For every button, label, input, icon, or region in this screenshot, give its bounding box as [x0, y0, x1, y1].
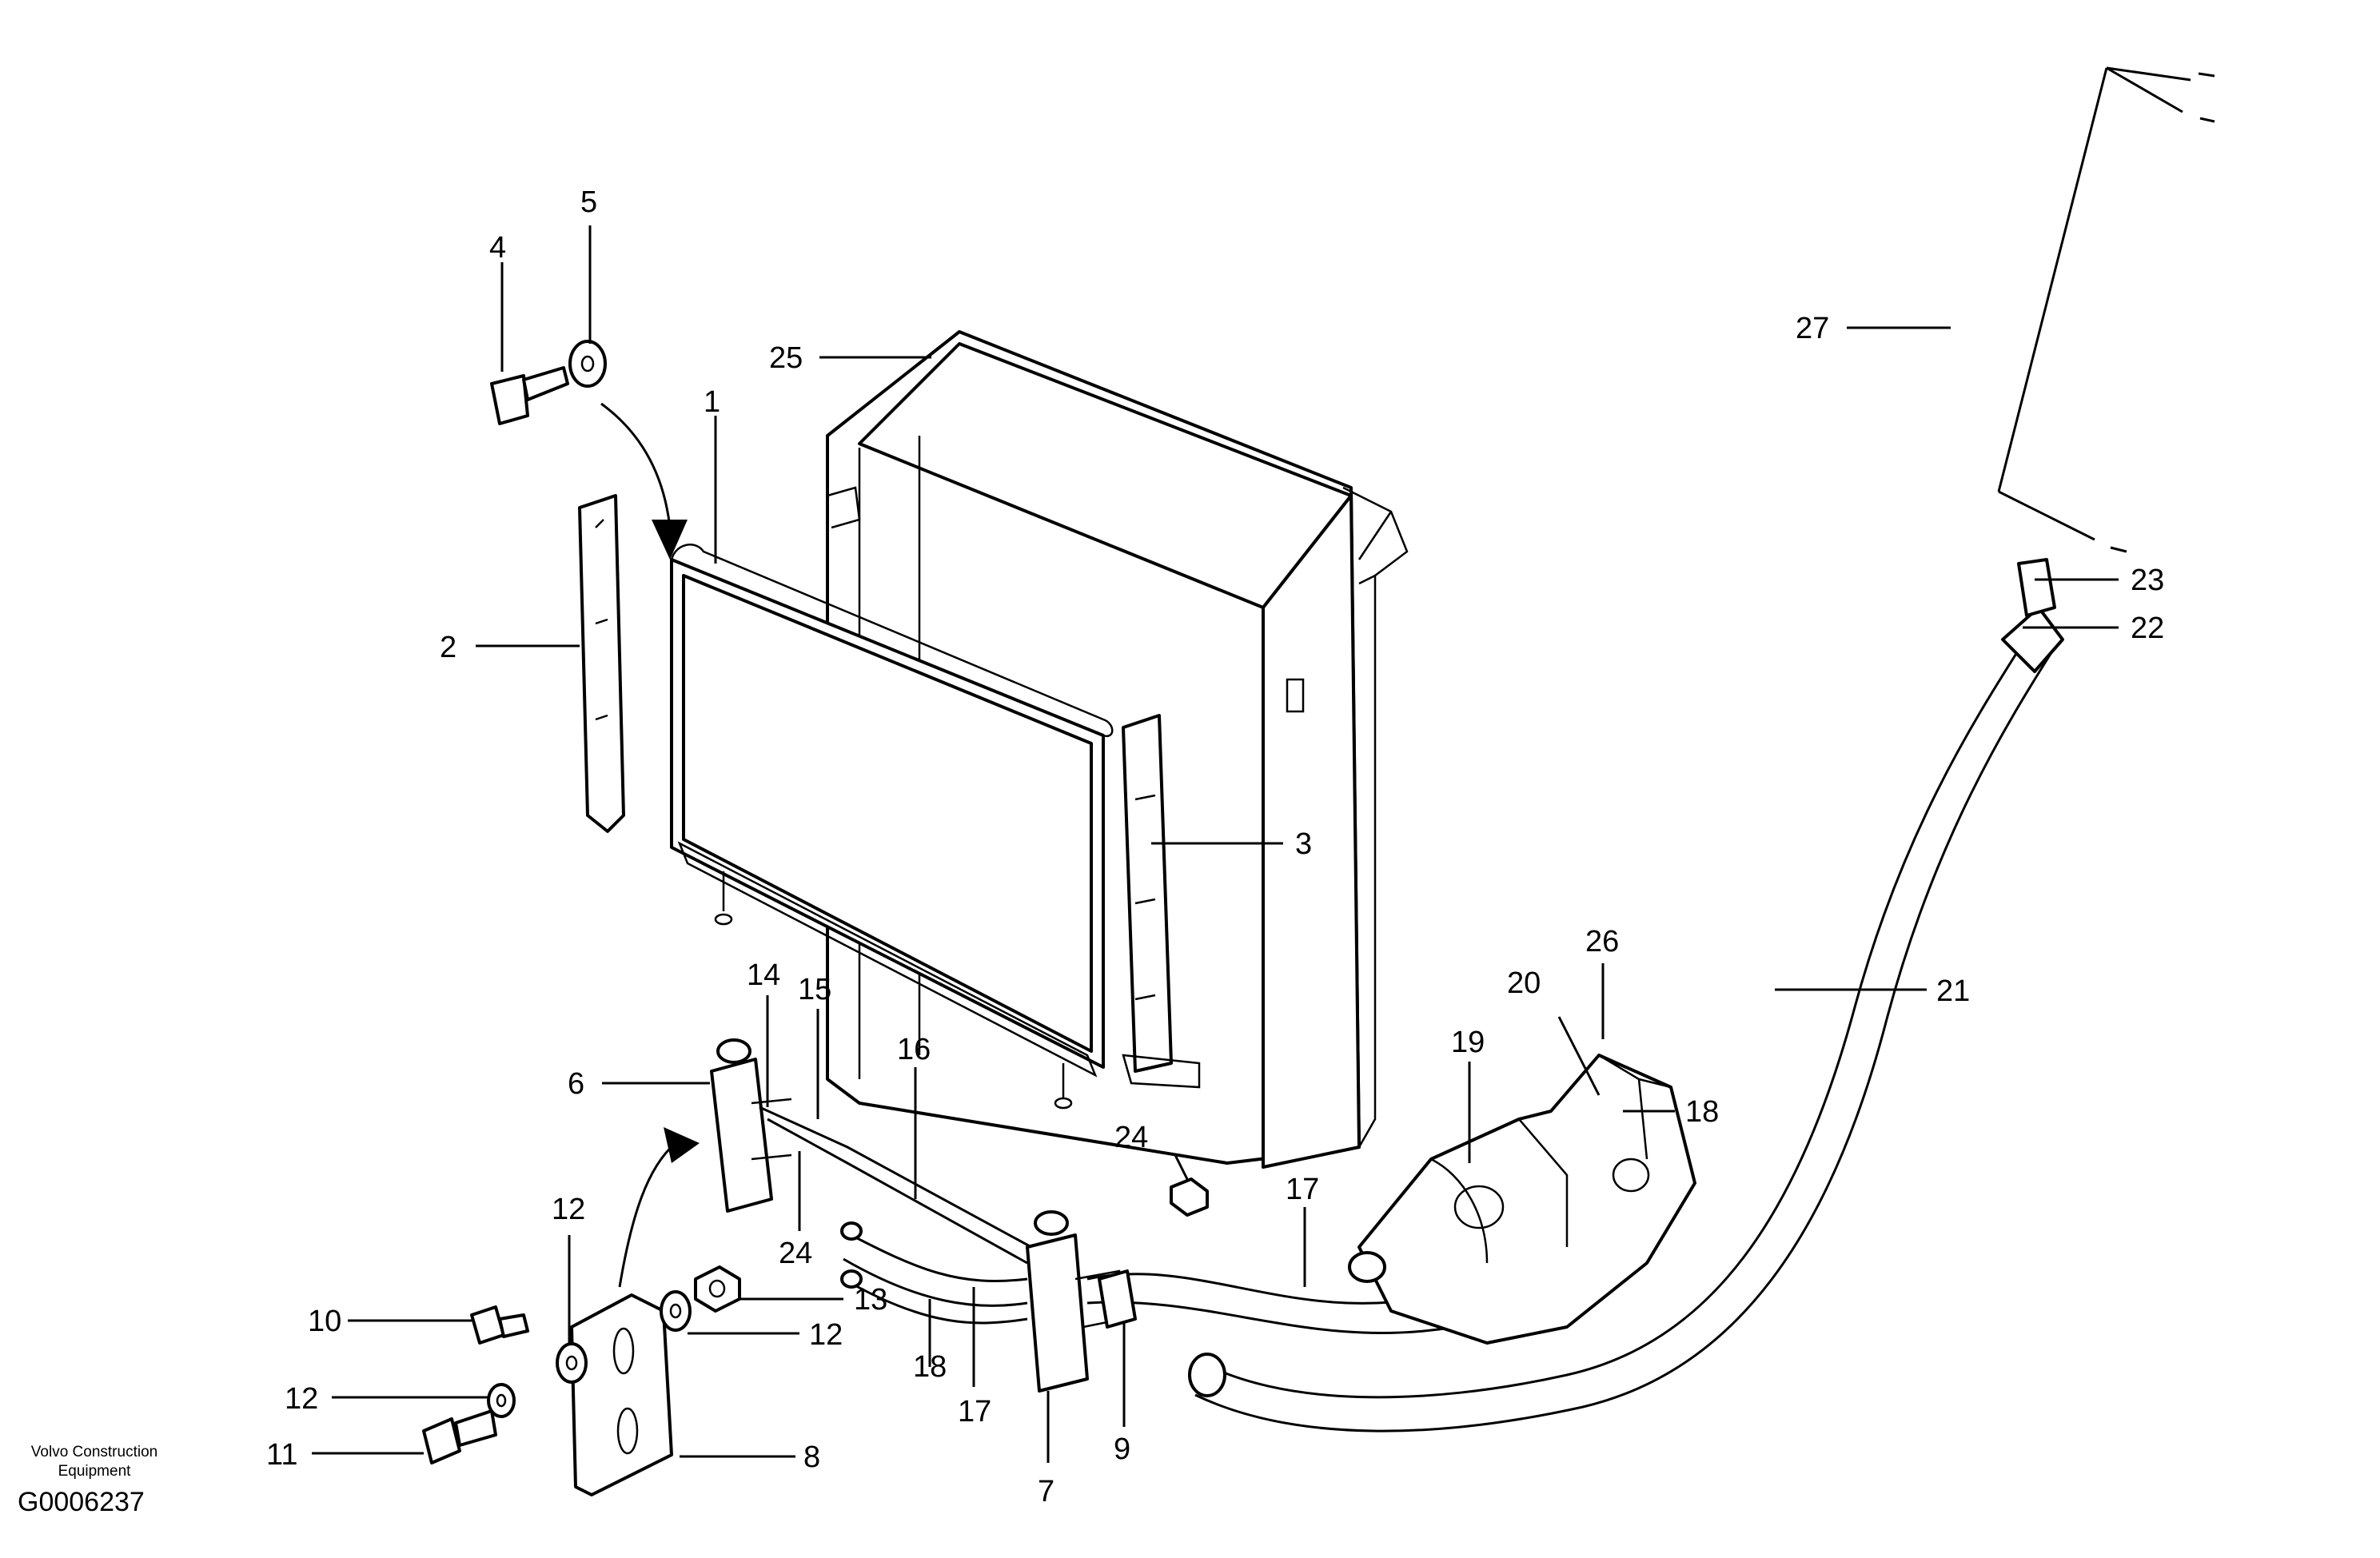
figure-caption: Volvo Construction Equipment G0006237 [18, 1444, 157, 1517]
callout-3: 3 [1295, 827, 1312, 861]
callout-26: 26 [1585, 925, 1619, 958]
screw-top [490, 366, 569, 425]
callout-12a: 12 [552, 1193, 585, 1226]
callout-2: 2 [440, 631, 456, 664]
callout-14: 14 [747, 958, 780, 992]
oil-cooler [670, 544, 1114, 1110]
callout-labels: 1 2 3 4 5 6 7 8 9 10 11 12 12 12 13 14 1… [266, 185, 2164, 1508]
callout-18a: 18 [913, 1350, 947, 1384]
company-name-line1: Volvo Construction [31, 1444, 157, 1460]
callout-7: 7 [1038, 1475, 1054, 1508]
company-name-line2: Equipment [58, 1463, 132, 1480]
bracket-left [578, 494, 625, 833]
mounting-plate-8 [570, 1293, 673, 1496]
callout-17a: 17 [958, 1395, 991, 1428]
washer-top [568, 340, 607, 388]
leader-lines [312, 225, 2119, 1463]
callout-16: 16 [897, 1033, 931, 1066]
callout-8: 8 [803, 1440, 820, 1474]
valve-block-right [1026, 1210, 1125, 1393]
callout-18b: 18 [1685, 1095, 1719, 1129]
assembly-arrow-bottom [618, 1142, 676, 1288]
callout-25: 25 [769, 341, 803, 375]
assembly-arrow-top-head [652, 520, 688, 560]
callout-22: 22 [2131, 612, 2164, 645]
callout-6: 6 [568, 1067, 584, 1101]
callout-19: 19 [1451, 1026, 1485, 1059]
washers-12 [487, 1290, 692, 1418]
callout-12b: 12 [285, 1382, 318, 1416]
callout-27: 27 [1796, 312, 1829, 345]
callout-4: 4 [489, 231, 506, 265]
callout-9: 9 [1114, 1432, 1130, 1466]
nut-13 [694, 1265, 741, 1313]
callout-20: 20 [1507, 966, 1541, 1000]
bracket-9 [1098, 1269, 1137, 1329]
assembly-arrow-bottom-head [664, 1127, 700, 1163]
callout-21: 21 [1936, 974, 1970, 1008]
bracket-right [1122, 714, 1201, 1089]
figure-id: G0006237 [18, 1487, 145, 1517]
callout-17b: 17 [1286, 1173, 1319, 1206]
callout-10: 10 [308, 1305, 341, 1338]
callout-13: 13 [854, 1283, 887, 1317]
callout-1: 1 [704, 385, 720, 419]
hydraulic-tank [1997, 66, 2215, 553]
valve-block-left [710, 1038, 792, 1213]
callout-24a: 24 [779, 1237, 812, 1270]
hydraulic-pump [1348, 1054, 1696, 1345]
screw-11 [422, 1409, 497, 1464]
callout-5: 5 [580, 185, 597, 219]
callout-12c: 12 [809, 1318, 843, 1352]
screw-10 [470, 1305, 529, 1345]
return-hose [1188, 558, 2064, 1432]
assembly-arrow-top [600, 402, 672, 528]
callout-24b: 24 [1114, 1121, 1148, 1154]
callout-23: 23 [2131, 564, 2164, 597]
nut-24 [1170, 1177, 1209, 1217]
callout-11: 11 [266, 1438, 297, 1472]
callout-15: 15 [798, 973, 831, 1006]
